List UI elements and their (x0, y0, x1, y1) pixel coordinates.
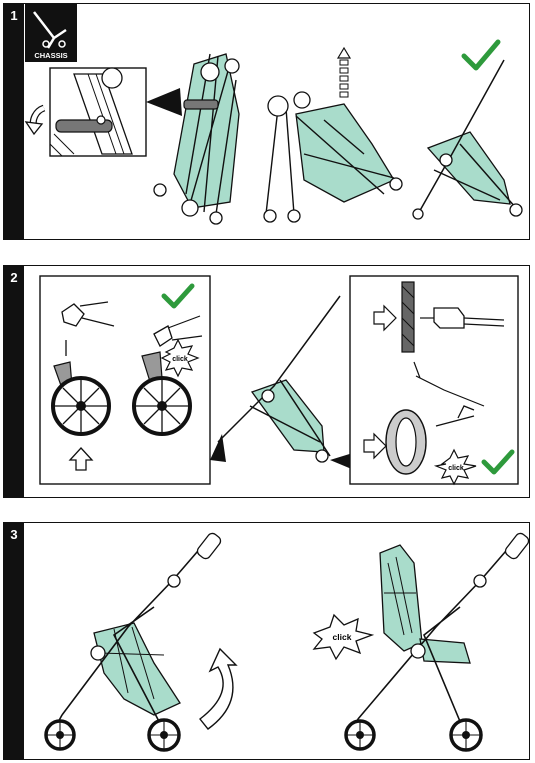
step-1-illustration: CHASSIS (24, 4, 523, 225)
step-3-illustration: click (44, 532, 530, 752)
folded-stroller-side-view (153, 53, 240, 225)
curved-up-arrow-icon (199, 647, 238, 730)
chassis-label: CHASSIS (34, 51, 67, 60)
wheel-attach-detail: click (39, 275, 211, 485)
up-arrow-icon (68, 447, 94, 471)
step-number: 3 (10, 527, 18, 542)
up-arrow-icon (336, 46, 352, 98)
step-number: 1 (10, 8, 18, 23)
step-1-panel: 1 CHASSIS (3, 3, 530, 240)
chassis-stroller-icon: CHASSIS (25, 4, 77, 62)
step-number-bar: 3 (4, 523, 24, 759)
checkmark-icon (161, 283, 195, 309)
right-arrow-icon (363, 432, 387, 460)
checkmark-icon (481, 449, 515, 475)
stroller-seat-folded (44, 532, 222, 752)
checkmark-icon (461, 39, 501, 71)
step-number-bar: 1 (4, 4, 24, 239)
rotate-arrow-icon (24, 104, 46, 136)
click-burst-icon: click (312, 613, 375, 661)
right-arrow-icon (373, 304, 397, 332)
callout-pointer (146, 88, 182, 116)
fold-latch-detail (49, 67, 147, 157)
unfolded-stroller (412, 59, 523, 220)
folded-stroller-lifting (263, 91, 403, 223)
step-number: 2 (10, 270, 18, 285)
step-2-illustration: click click (39, 275, 519, 486)
click-label: click (333, 632, 352, 642)
wheel-lock-detail: click (349, 275, 519, 486)
click-burst-icon: click (160, 338, 200, 378)
stroller-frame (217, 295, 341, 463)
click-burst-icon: click (433, 448, 477, 486)
stroller-seat-upright (344, 532, 530, 752)
step-3-panel: 3 click (3, 522, 530, 760)
click-label: click (172, 356, 188, 363)
callout-pointer (210, 434, 226, 462)
step-number-bar: 2 (4, 266, 24, 497)
click-label: click (448, 465, 464, 472)
step-2-panel: 2 click (3, 265, 530, 498)
